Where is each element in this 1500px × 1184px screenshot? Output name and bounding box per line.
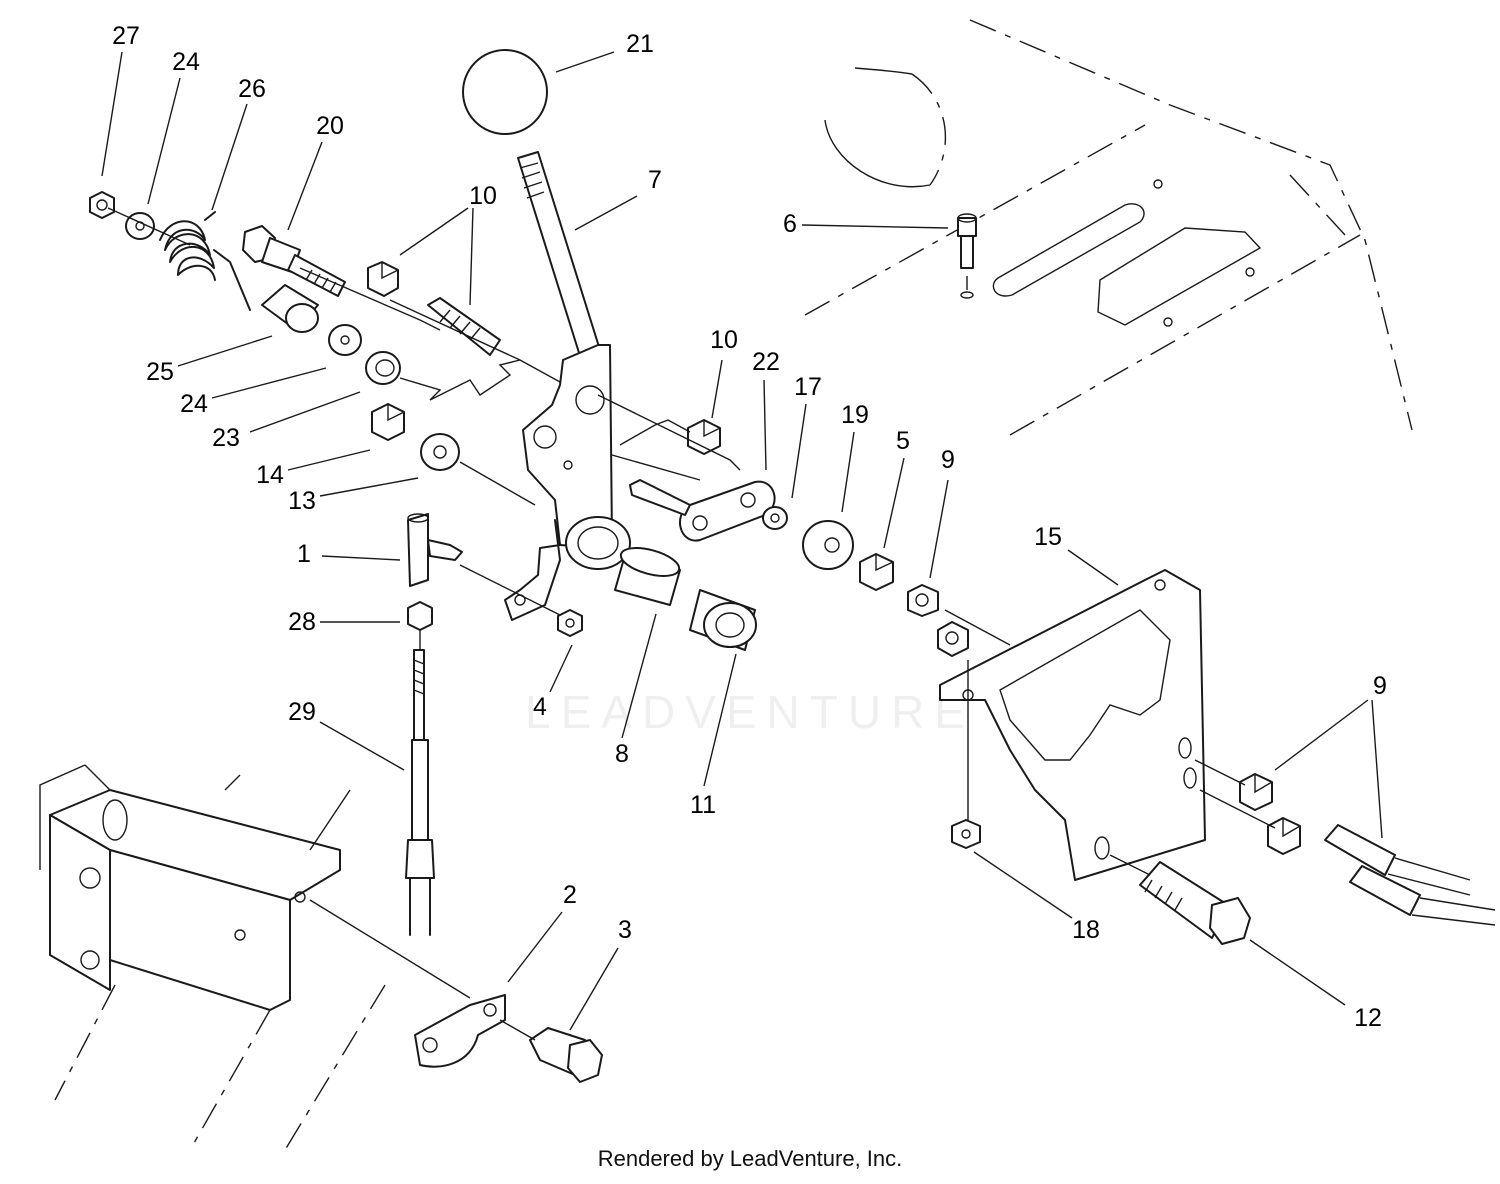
callout-25: 25	[146, 358, 174, 386]
callout-28: 28	[288, 608, 316, 636]
nut-18	[951, 819, 981, 849]
washer-24-mid	[328, 324, 362, 356]
bushing-11	[689, 589, 757, 651]
callout-1: 1	[297, 540, 311, 568]
washer-17	[762, 506, 788, 530]
callout-24: 24	[172, 48, 200, 76]
callout-5: 5	[896, 427, 910, 455]
shoulder-bolt-20	[242, 225, 346, 297]
spacer-25	[261, 284, 319, 333]
bolt-3	[529, 1027, 603, 1083]
shift-lever-7	[504, 151, 631, 621]
callout-23: 23	[212, 424, 240, 452]
callout-13: 13	[288, 487, 316, 515]
spacer-19	[802, 520, 854, 570]
callout-12: 12	[1354, 1004, 1382, 1032]
bolt-22	[629, 479, 691, 516]
callout-10: 10	[469, 182, 497, 210]
washer-13	[420, 433, 460, 471]
callout-3: 3	[618, 916, 632, 944]
watermark: LEADVENTURE	[525, 686, 975, 738]
studs-9	[1324, 824, 1496, 926]
nut-5	[859, 553, 894, 591]
callout-14: 14	[256, 461, 284, 489]
callout-4: 4	[533, 693, 547, 721]
callout-27: 27	[112, 22, 140, 50]
footer-credit: Rendered by LeadVenture, Inc.	[597, 1146, 903, 1171]
screw-6	[957, 213, 977, 299]
link-22	[679, 480, 776, 542]
nut-9-a	[907, 584, 939, 617]
nut-28	[407, 601, 433, 631]
callout-10: 10	[710, 326, 738, 354]
callout-18: 18	[1072, 916, 1100, 944]
clamp-2	[414, 994, 506, 1068]
callout-7: 7	[648, 166, 662, 194]
nut-10-right	[687, 419, 721, 455]
control-rod-29	[405, 649, 435, 936]
callout-26: 26	[238, 75, 266, 103]
callout-8: 8	[615, 740, 629, 768]
callout-15: 15	[1034, 523, 1062, 551]
callout-9: 9	[1373, 672, 1387, 700]
callout-22: 22	[752, 348, 780, 376]
callout-9: 9	[941, 446, 955, 474]
swivel-1	[407, 513, 463, 587]
tractor-body-outline	[804, 19, 1413, 436]
nut-4	[557, 609, 583, 637]
nut-9-c	[1239, 773, 1273, 811]
bolt-12	[1139, 861, 1251, 945]
lower-bracket	[39, 764, 386, 1151]
callout-6: 6	[783, 210, 797, 238]
nut-10-upper	[367, 261, 399, 297]
callout-20: 20	[316, 112, 344, 140]
callout-24: 24	[180, 390, 208, 418]
knob-21	[462, 49, 548, 135]
callout-19: 19	[841, 401, 869, 429]
nut-9-d	[1267, 817, 1301, 855]
callout-21: 21	[626, 30, 654, 58]
callout-17: 17	[794, 373, 822, 401]
callout-29: 29	[288, 698, 316, 726]
leader-lines	[101, 51, 1383, 1031]
nut-27	[89, 191, 115, 219]
nut-14	[371, 403, 405, 441]
nut-9-b	[937, 621, 969, 657]
spring-26	[159, 211, 251, 311]
callout-2: 2	[563, 881, 577, 909]
assembly-lines	[107, 207, 1276, 1041]
stud-10	[427, 297, 501, 356]
bushing-8	[614, 547, 681, 606]
bushing-23	[365, 351, 401, 385]
callout-11: 11	[690, 791, 716, 819]
washer-24-top	[125, 212, 155, 240]
callout-labels: 27 24 26 20 21 10 7 6 25 24 23 14 13 10 …	[112, 22, 1387, 1032]
